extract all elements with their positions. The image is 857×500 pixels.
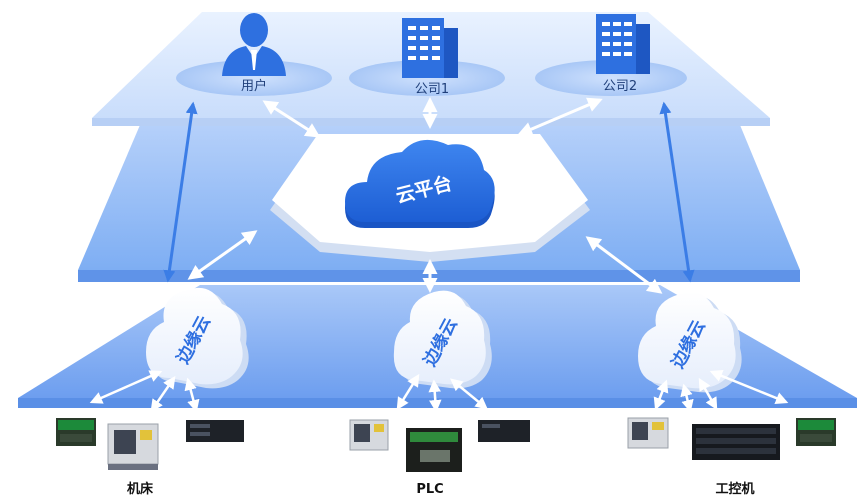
- company1-building-icon: [402, 18, 458, 78]
- company2-label: 公司2: [603, 79, 637, 94]
- device-arrows: [89, 369, 789, 413]
- plc-module-icon: [56, 418, 96, 446]
- device-group-3-label: 工控机: [715, 481, 754, 497]
- industrial-pc-2-icon: [478, 420, 530, 442]
- industrial-pc-icon: [186, 420, 244, 442]
- rack-server-icon: [692, 424, 780, 460]
- device-group-1-label: 机床: [127, 481, 154, 497]
- edge-cloud-3: [638, 291, 742, 393]
- cnc-machine-icon: [107, 423, 159, 470]
- device-group-2-label: PLC: [416, 482, 443, 497]
- company1-label: 公司1: [415, 82, 449, 97]
- cnc-machine-small-icon: [349, 419, 389, 451]
- cnc-machine-3-icon: [627, 417, 669, 449]
- company2-building-icon: [596, 14, 650, 74]
- plc-module-3-icon: [796, 418, 836, 446]
- user-icon: [222, 13, 286, 76]
- direct-link-arrows: [163, 101, 695, 283]
- edge-cloud-2: [393, 290, 492, 389]
- connection-arrows: [187, 97, 663, 294]
- user-platform-disc: [176, 60, 332, 96]
- cloud-platform-icon: [345, 139, 495, 228]
- user-label: 用户: [241, 78, 267, 94]
- plc-controller-icon: [406, 428, 462, 472]
- edge-cloud-1: [146, 287, 249, 389]
